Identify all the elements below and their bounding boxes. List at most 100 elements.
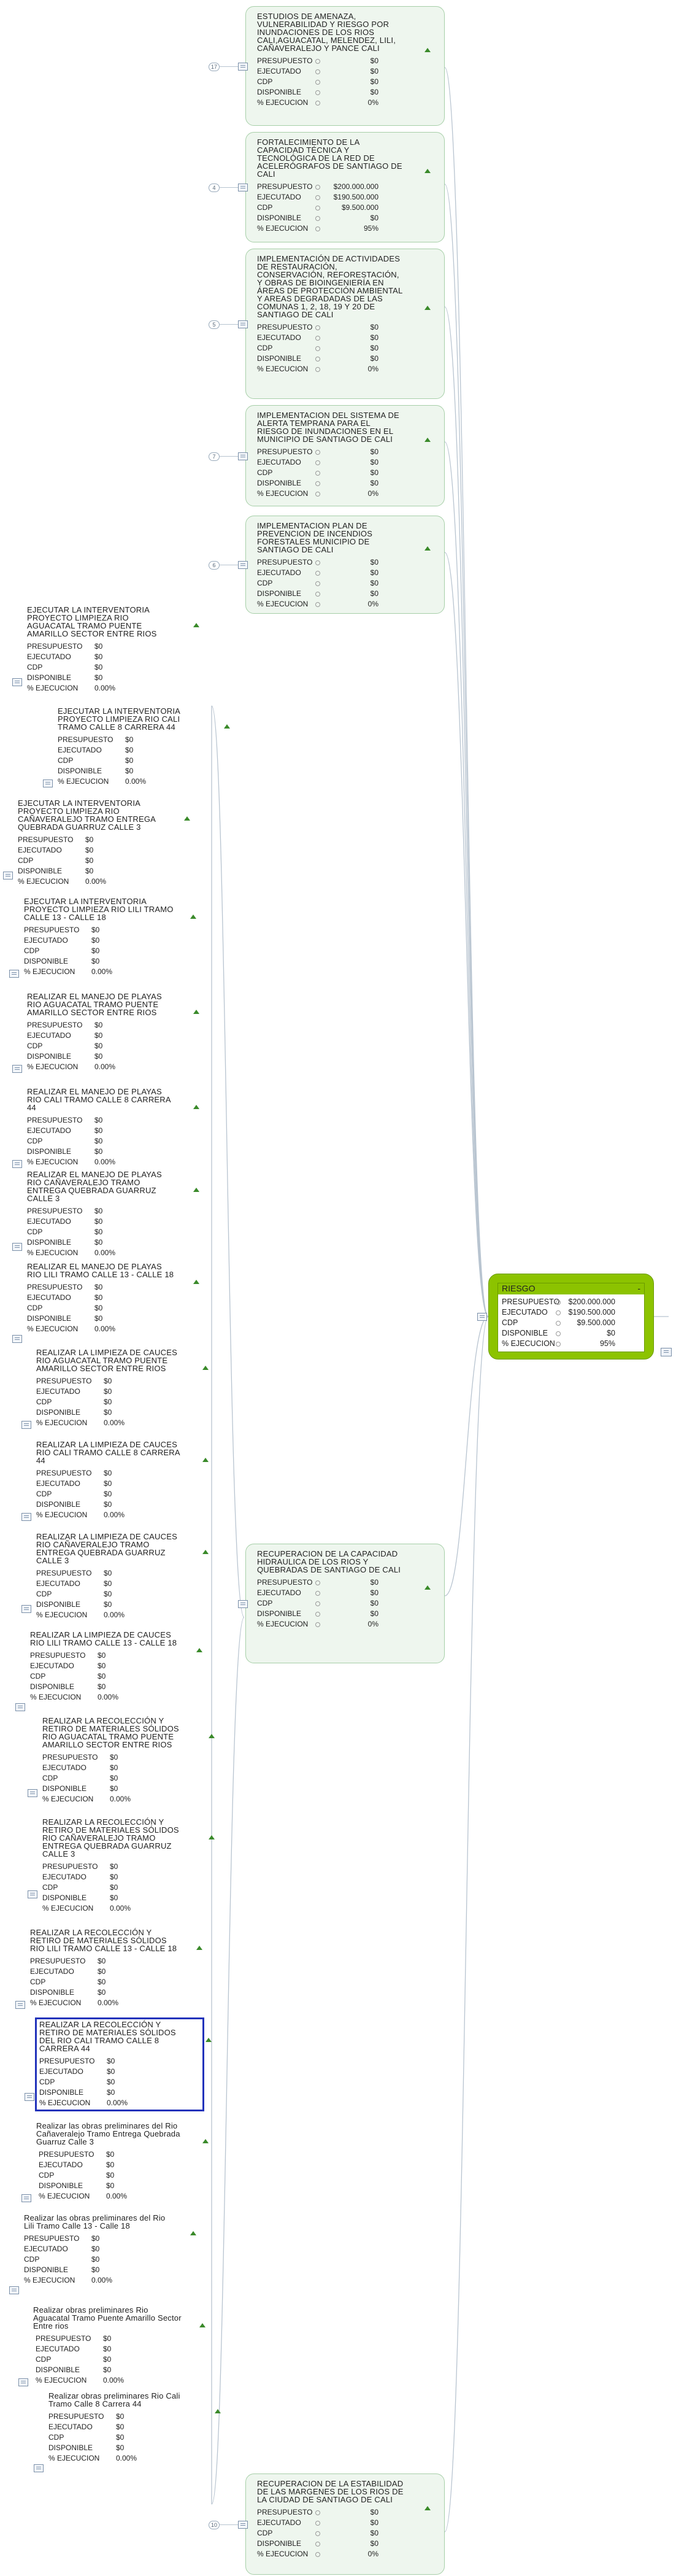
- note-icon[interactable]: [238, 184, 248, 191]
- subtask-node[interactable]: REALIZAR LA LIMPIEZA DE CAUCES RIO LILI …: [28, 1630, 202, 1704]
- note-icon[interactable]: [3, 872, 13, 880]
- root-node-riesgo[interactable]: RIESGO- PRESUPUESTO$200.000.000 EJECUTAD…: [488, 1274, 654, 1360]
- row-value: 0.00%: [94, 1248, 116, 1257]
- note-icon[interactable]: [21, 1605, 31, 1613]
- row-value: 0%: [367, 365, 378, 373]
- topic-node[interactable]: IMPLEMENTACION PLAN DE PREVENCION DE INC…: [245, 516, 445, 614]
- subtask-node[interactable]: REALIZAR EL MANEJO DE PLAYAS RIO CAÑAVER…: [25, 1169, 202, 1259]
- subtask-node[interactable]: Realizar obras preliminares Rio Cali Tra…: [46, 2391, 202, 2465]
- note-icon[interactable]: [238, 452, 248, 460]
- subtask-node[interactable]: REALIZAR EL MANEJO DE PLAYAS RIO AGUACAT…: [25, 991, 202, 1073]
- expand-triangle-icon[interactable]: [190, 915, 196, 919]
- topic-node[interactable]: FORTALECIMIENTO DE LA CAPACIDAD TÉCNICA …: [245, 132, 445, 242]
- expand-triangle-icon[interactable]: [205, 2038, 212, 2042]
- expand-triangle-icon[interactable]: [202, 1366, 209, 1370]
- topic-node[interactable]: RECUPERACION DE LA ESTABILIDAD DE LAS MA…: [245, 2474, 445, 2575]
- subtask-node[interactable]: REALIZAR EL MANEJO DE PLAYAS RIO LILI TR…: [25, 1261, 202, 1336]
- subtask-node[interactable]: REALIZAR LA RECOLECCIÓN Y RETIRO DE MATE…: [28, 1927, 202, 2009]
- row-value: $0: [370, 2518, 378, 2527]
- note-icon[interactable]: [21, 2194, 31, 2202]
- expand-triangle-icon[interactable]: [193, 1280, 199, 1284]
- note-icon[interactable]: [12, 1160, 22, 1168]
- note-icon[interactable]: [21, 1421, 31, 1429]
- expand-triangle-icon[interactable]: [424, 169, 431, 173]
- expand-triangle-icon[interactable]: [196, 1946, 202, 1950]
- note-icon[interactable]: [238, 2521, 248, 2529]
- note-icon[interactable]: [12, 1243, 22, 1251]
- note-icon[interactable]: [238, 63, 248, 71]
- expand-triangle-icon[interactable]: [424, 306, 431, 310]
- note-icon[interactable]: [43, 779, 53, 787]
- child-count-badge[interactable]: 7: [209, 452, 220, 461]
- expand-triangle-icon[interactable]: [209, 1835, 215, 1839]
- note-icon[interactable]: [21, 1513, 31, 1521]
- expand-triangle-icon[interactable]: [215, 2409, 221, 2413]
- topic-node[interactable]: ESTUDIOS DE AMENAZA, VULNERABILIDAD Y RI…: [245, 6, 445, 126]
- subtask-node[interactable]: EJECUTAR LA INTERVENTORIA PROYECTO LIMPI…: [55, 706, 202, 788]
- expand-triangle-icon[interactable]: [424, 438, 431, 442]
- subtask-node[interactable]: EJECUTAR LA INTERVENTORIA PROYECTO LIMPI…: [15, 798, 202, 888]
- subtask-node[interactable]: Realizar obras preliminares Rio Aguacata…: [31, 2305, 202, 2387]
- child-count-badge[interactable]: 10: [209, 2521, 220, 2529]
- subtask-node[interactable]: Realizar las obras preliminares del Rio …: [21, 2213, 202, 2287]
- subtask-node[interactable]: REALIZAR EL MANEJO DE PLAYAS RIO CALI TR…: [25, 1086, 202, 1169]
- note-icon[interactable]: [15, 2001, 25, 2009]
- note-icon[interactable]: [238, 1600, 248, 1608]
- expand-triangle-icon[interactable]: [193, 1188, 199, 1192]
- note-icon[interactable]: [18, 2378, 28, 2386]
- subtask-node[interactable]: REALIZAR LA RECOLECCIÓN Y RETIRO DE MATE…: [35, 2017, 204, 2111]
- note-icon[interactable]: [12, 678, 22, 686]
- child-count-badge[interactable]: 4: [209, 184, 220, 192]
- subtask-node[interactable]: REALIZAR LA LIMPIEZA DE CAUCES RIO AGUAC…: [34, 1347, 202, 1429]
- expand-triangle-icon[interactable]: [184, 816, 190, 821]
- note-icon[interactable]: [34, 2464, 44, 2472]
- note-icon[interactable]: [9, 2286, 19, 2294]
- expand-triangle-icon[interactable]: [202, 1458, 209, 1462]
- topic-node[interactable]: IMPLEMENTACIÓN DE ACTIVIDADES DE RESTAUR…: [245, 249, 445, 399]
- note-icon[interactable]: [12, 1065, 22, 1073]
- expand-triangle-icon[interactable]: [424, 48, 431, 52]
- subtask-node[interactable]: EJECUTAR LA INTERVENTORIA PROYECTO LIMPI…: [25, 605, 202, 695]
- note-icon[interactable]: [28, 1890, 37, 1898]
- subtask-node[interactable]: REALIZAR LA RECOLECCIÓN Y RETIRO DE MATE…: [40, 1715, 202, 1806]
- subtask-node[interactable]: EJECUTAR LA INTERVENTORIA PROYECTO LIMPI…: [21, 896, 202, 978]
- subtask-node[interactable]: REALIZAR LA RECOLECCIÓN Y RETIRO DE MATE…: [40, 1817, 202, 1915]
- subtask-node[interactable]: REALIZAR LA LIMPIEZA DE CAUCES RIO CAÑAV…: [34, 1531, 202, 1622]
- child-count-badge[interactable]: 17: [209, 63, 220, 71]
- expand-triangle-icon[interactable]: [424, 2506, 431, 2510]
- data-row: PRESUPUESTO$0: [24, 925, 200, 935]
- subtask-node[interactable]: Realizar las obras preliminares del Rio …: [34, 2121, 202, 2203]
- topic-node[interactable]: RECUPERACION DE LA CAPACIDAD HIDRAULICA …: [245, 1544, 445, 1663]
- topic-node[interactable]: IMPLEMENTACION DEL SISTEMA DE ALERTA TEM…: [245, 405, 445, 506]
- expand-right-icon[interactable]: [661, 1348, 672, 1356]
- row-label: EJECUTADO: [36, 1387, 80, 1396]
- note-icon[interactable]: [477, 1313, 487, 1321]
- note-icon[interactable]: [238, 561, 248, 569]
- expand-triangle-icon[interactable]: [424, 1585, 431, 1590]
- expand-triangle-icon[interactable]: [224, 724, 230, 729]
- note-icon[interactable]: [12, 1335, 22, 1343]
- expand-triangle-icon[interactable]: [193, 623, 199, 627]
- data-row: CDP$0: [42, 1773, 200, 1784]
- expand-triangle-icon[interactable]: [199, 2323, 205, 2327]
- note-icon[interactable]: [25, 2093, 34, 2101]
- expand-triangle-icon[interactable]: [196, 1648, 202, 1652]
- expand-triangle-icon[interactable]: [193, 1010, 199, 1014]
- child-count-badge[interactable]: 5: [209, 320, 220, 329]
- expand-triangle-icon[interactable]: [424, 546, 431, 551]
- expand-triangle-icon[interactable]: [193, 1105, 199, 1109]
- note-icon[interactable]: [238, 320, 248, 328]
- collapse-toggle[interactable]: -: [637, 1283, 640, 1293]
- expand-triangle-icon[interactable]: [202, 2139, 209, 2143]
- note-icon[interactable]: [28, 1789, 37, 1797]
- expand-triangle-icon[interactable]: [202, 1550, 209, 1554]
- note-icon[interactable]: [9, 970, 19, 978]
- note-icon[interactable]: [15, 1703, 25, 1711]
- child-count-badge[interactable]: 6: [209, 561, 220, 570]
- expand-triangle-icon[interactable]: [209, 1734, 215, 1738]
- expand-triangle-icon[interactable]: [190, 2231, 196, 2235]
- data-row: DISPONIBLE$0: [257, 2539, 437, 2549]
- subtask-node[interactable]: REALIZAR LA LIMPIEZA DE CAUCES RIO CALI …: [34, 1439, 202, 1522]
- row-value: $0: [106, 2160, 115, 2169]
